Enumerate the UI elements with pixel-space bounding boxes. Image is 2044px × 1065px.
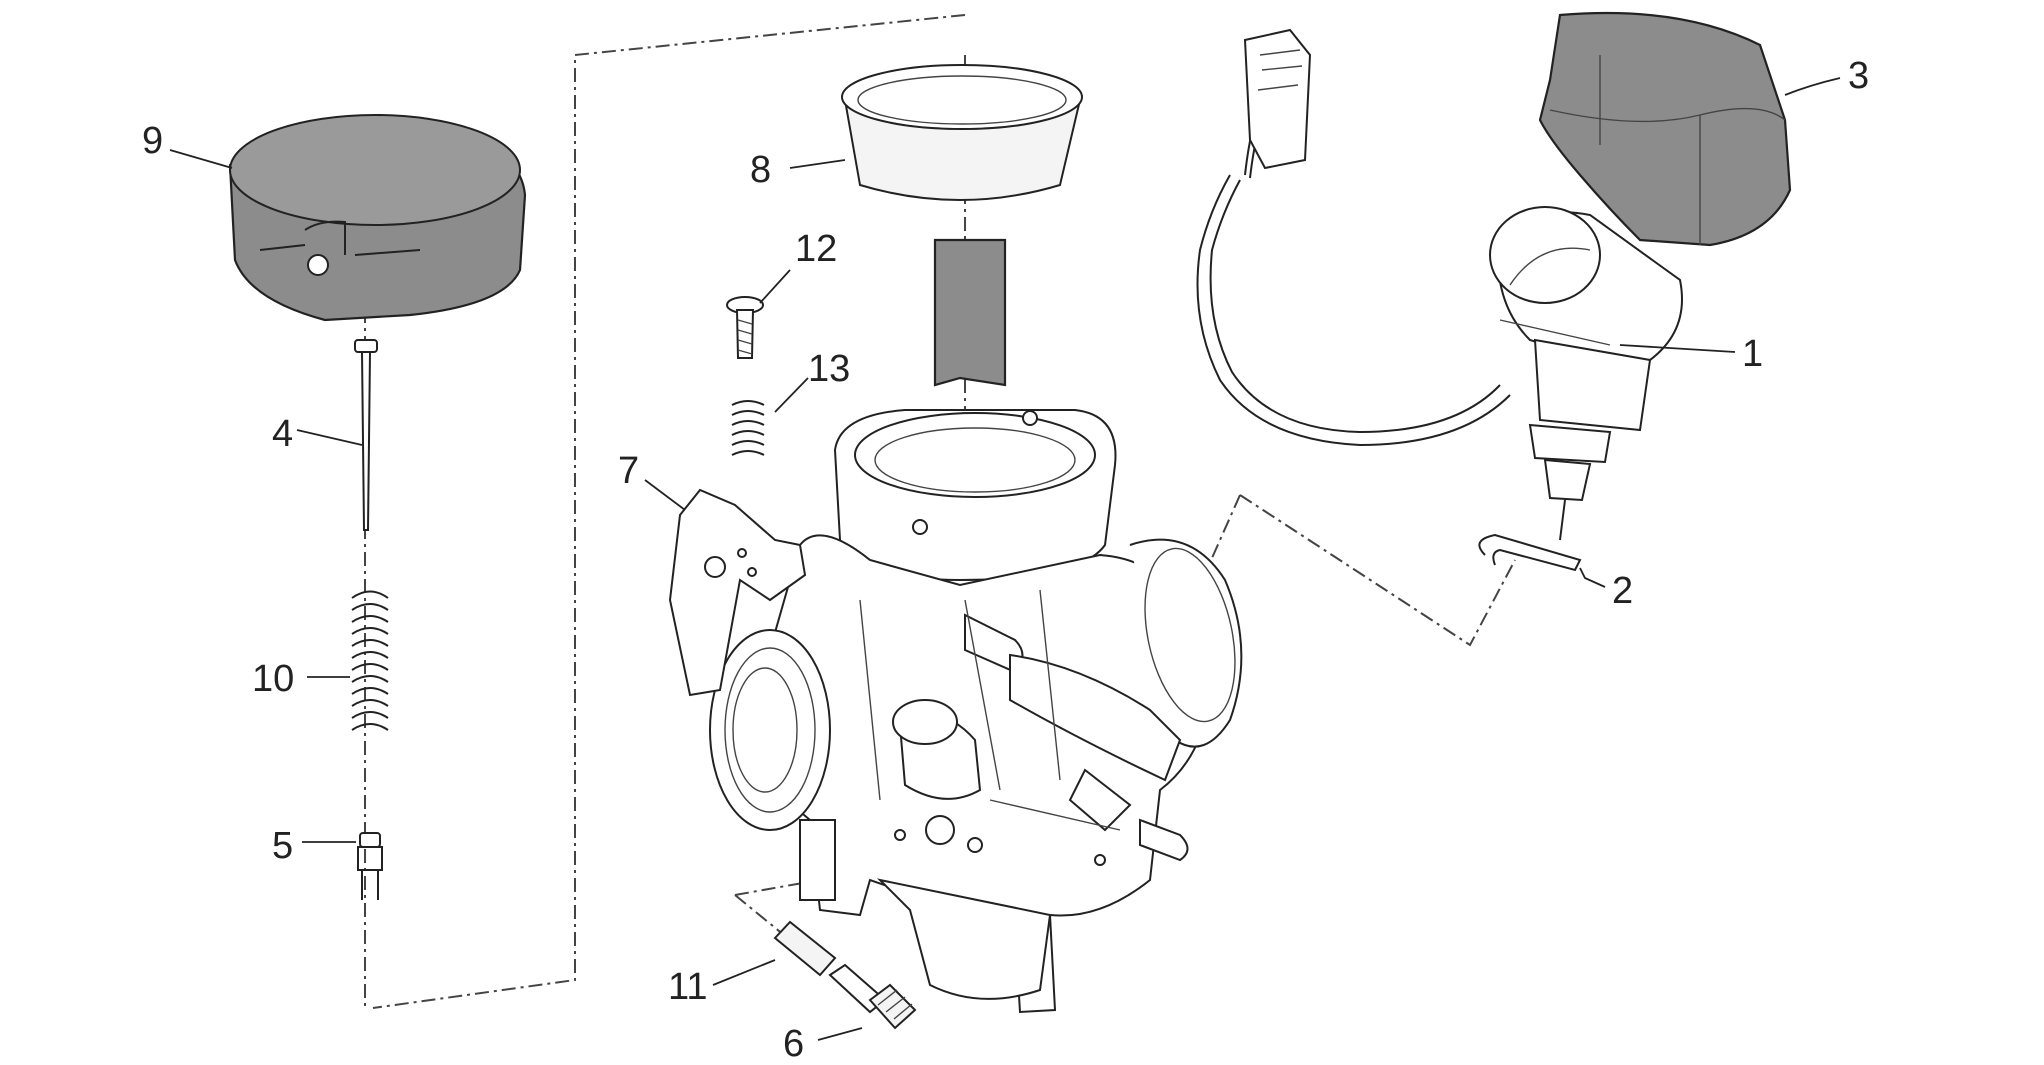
callout-6: 6 <box>783 1023 805 1065</box>
callout-5: 5 <box>272 825 294 867</box>
jet-needle-part <box>354 339 378 531</box>
spring-part <box>731 400 765 456</box>
screw-part <box>726 296 764 359</box>
callout-12: 12 <box>795 228 838 270</box>
callout-11: 11 <box>668 966 708 1008</box>
callout-9: 9 <box>142 120 164 162</box>
callout-10: 10 <box>252 658 295 700</box>
adjusting-screw-part <box>828 963 917 1030</box>
leader-lines <box>169 77 1841 1041</box>
diaphragm-spring-part <box>351 590 389 731</box>
carburetor-body <box>668 409 1243 1014</box>
choke-cover-part <box>1538 11 1792 247</box>
callout-2: 2 <box>1612 570 1634 612</box>
callout-7: 7 <box>618 450 640 492</box>
callout-13: 13 <box>808 348 851 390</box>
callout-3: 3 <box>1848 55 1870 97</box>
retaining-clip-part <box>1478 533 1582 572</box>
choke-actuator-part <box>1196 28 1683 541</box>
screw-spring-part <box>773 920 837 977</box>
callout-1: 1 <box>1742 333 1764 375</box>
callout-8: 8 <box>750 149 772 191</box>
needle-clip-part <box>357 832 383 900</box>
callout-4: 4 <box>272 413 294 455</box>
top-cover-part <box>228 114 527 322</box>
vacuum-diaphragm-part <box>841 64 1083 387</box>
